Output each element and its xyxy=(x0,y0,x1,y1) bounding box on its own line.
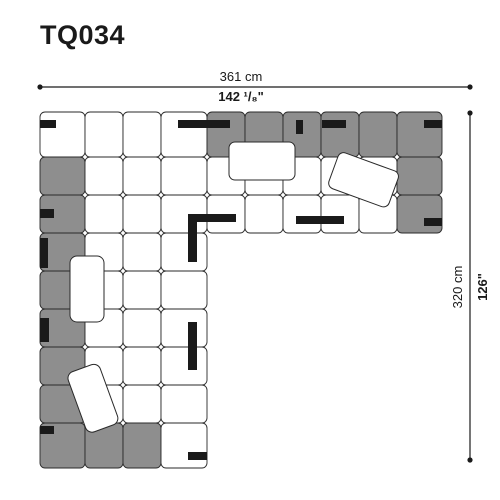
bar-marker xyxy=(40,238,48,268)
seat-cushion xyxy=(122,384,162,424)
depth-dimension: 320 cm 126" xyxy=(450,110,490,463)
bar-marker xyxy=(40,426,54,434)
width-cm-label: 361 cm xyxy=(220,69,263,84)
back-cushion xyxy=(396,194,443,234)
width-dimension: 361 cm 142 ¹/₈" xyxy=(37,69,473,104)
seat-cushion xyxy=(39,111,86,158)
bar-marker xyxy=(40,120,56,128)
seat-cushion xyxy=(320,194,360,234)
bar-marker xyxy=(40,318,49,342)
back-cushion xyxy=(396,111,443,158)
bar-marker xyxy=(178,120,230,128)
pillow xyxy=(69,255,105,323)
depth-cm-label: 320 cm xyxy=(450,266,465,309)
bar-marker xyxy=(296,216,344,224)
model-code: TQ034 xyxy=(40,20,126,50)
bar-marker xyxy=(188,214,236,222)
seat-cushion xyxy=(282,194,322,234)
pillow xyxy=(328,152,399,208)
seat-cushion xyxy=(160,156,208,196)
back-cushion xyxy=(358,111,398,158)
back-cushion xyxy=(122,422,162,469)
sofa-plan xyxy=(39,111,443,469)
bars xyxy=(40,120,442,460)
back-cushion xyxy=(396,156,443,196)
bar-marker xyxy=(296,120,303,134)
bar-marker xyxy=(40,209,54,218)
pillows xyxy=(67,141,399,433)
seat-cushion xyxy=(122,156,162,196)
pillow xyxy=(67,363,119,433)
seat-cushion xyxy=(84,111,124,158)
seat-cushion xyxy=(84,156,124,196)
seat-cushion xyxy=(160,346,208,386)
seat-cushion xyxy=(244,194,284,234)
seat-cushion xyxy=(122,346,162,386)
seat-cushion xyxy=(122,270,162,310)
seat-cushion xyxy=(122,232,162,272)
pillow xyxy=(228,141,296,181)
seat-cushion xyxy=(122,194,162,234)
bar-marker xyxy=(322,120,346,128)
bar-marker xyxy=(188,322,197,370)
seat-cushion xyxy=(160,111,208,158)
seat-cushion xyxy=(160,232,208,272)
width-in-label: 142 ¹/₈" xyxy=(218,89,264,104)
seat-cushion xyxy=(160,270,208,310)
back-cushion xyxy=(320,111,360,158)
bar-marker xyxy=(424,218,442,226)
seat-cushion xyxy=(160,308,208,348)
seat-cushion xyxy=(84,194,124,234)
seat-cushion xyxy=(160,422,208,469)
bar-marker xyxy=(424,120,442,128)
bar-marker xyxy=(188,214,197,262)
depth-in-label: 126" xyxy=(475,273,490,301)
back-cushion xyxy=(39,156,86,196)
left-section xyxy=(39,232,208,469)
seat-cushion xyxy=(160,384,208,424)
bar-marker xyxy=(188,452,207,460)
seat-cushion xyxy=(122,308,162,348)
seat-cushion xyxy=(122,111,162,158)
